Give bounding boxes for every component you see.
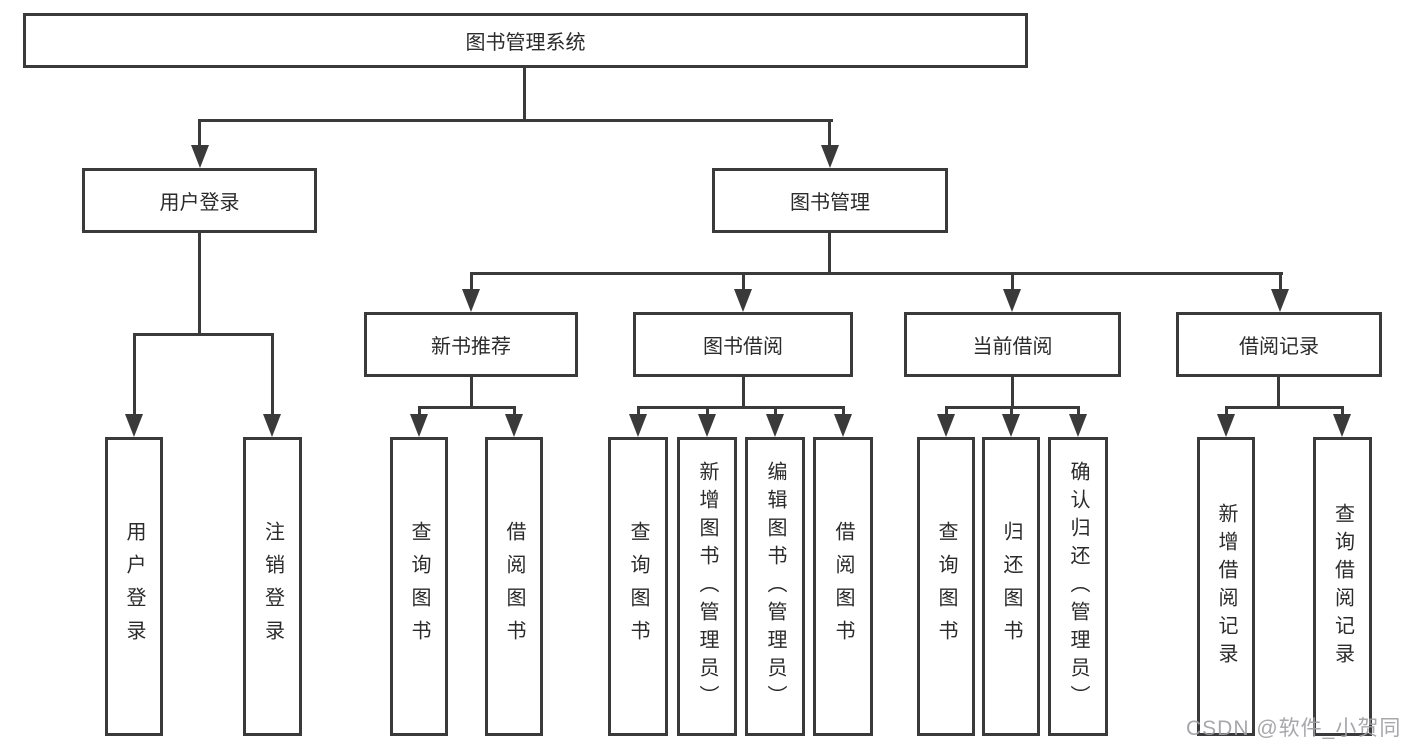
csdn-watermark: CSDN @软件_小贺同学 xyxy=(1186,717,1402,740)
node-br-add: 新增借阅记录 xyxy=(1197,437,1255,736)
edge-to-user-login xyxy=(198,119,201,149)
arrowhead-cb-query xyxy=(937,414,955,437)
arrowhead-nbr-query xyxy=(410,414,428,437)
edge-to-book-borrow xyxy=(742,272,745,294)
node-cb-confirm: 确认归还（管理员） xyxy=(1048,437,1108,736)
edge-to-book-mgmt xyxy=(828,119,831,149)
arrowhead-cb-return xyxy=(1002,414,1020,437)
arrowhead-borrow-records xyxy=(1271,289,1289,312)
arrowhead-new-book-rec xyxy=(462,289,480,312)
arrowhead-current-borrow xyxy=(1003,289,1021,312)
edge-user-login-rail xyxy=(133,333,274,336)
edge-to-cb-query xyxy=(945,406,948,418)
edge-to-bb-edit xyxy=(774,406,777,418)
node-book-mgmt: 图书管理 xyxy=(712,168,948,233)
node-bb-edit: 编辑图书（管理员） xyxy=(745,437,805,736)
edge-to-nbr-query xyxy=(418,406,421,418)
edge-book-mgmt-rail xyxy=(470,272,1283,275)
node-br-query: 查询借阅记录 xyxy=(1313,437,1372,736)
edge-br-stem xyxy=(1277,377,1280,409)
edge-to-new-book-rec xyxy=(470,272,473,294)
edge-root-stem xyxy=(523,68,526,122)
node-root: 图书管理系统 xyxy=(23,13,1028,68)
edge-to-br-add xyxy=(1225,406,1228,418)
arrowhead-bb-query xyxy=(629,414,647,437)
node-ul-logout: 注销登录 xyxy=(243,437,302,736)
edge-to-cb-return xyxy=(1010,406,1013,418)
edge-to-bb-borrow xyxy=(842,406,845,418)
node-nbr-borrow: 借阅图书 xyxy=(485,437,543,736)
node-bb-query: 查询图书 xyxy=(608,437,668,736)
node-new-book-rec: 新书推荐 xyxy=(364,312,578,377)
edge-bb-stem xyxy=(742,377,745,409)
edge-br-rail xyxy=(1225,406,1343,409)
edge-to-current-borrow xyxy=(1011,272,1014,294)
edge-to-bb-add xyxy=(706,406,709,418)
node-cb-return: 归还图书 xyxy=(982,437,1040,736)
arrowhead-user-login xyxy=(191,145,209,168)
arrowhead-nbr-borrow xyxy=(505,414,523,437)
edge-nbr-stem xyxy=(470,377,473,409)
node-borrow-records: 借阅记录 xyxy=(1176,312,1382,377)
arrowhead-cb-confirm xyxy=(1069,414,1087,437)
arrowhead-ul-login xyxy=(125,414,143,437)
node-nbr-query: 查询图书 xyxy=(390,437,448,736)
node-book-borrow: 图书借阅 xyxy=(633,312,853,377)
edge-to-nbr-borrow xyxy=(513,406,516,418)
arrowhead-br-query xyxy=(1333,414,1351,437)
node-user-login: 用户登录 xyxy=(82,168,317,233)
edge-nbr-rail xyxy=(418,406,515,409)
edge-cb-stem xyxy=(1011,377,1014,409)
edge-level2-rail xyxy=(199,119,833,122)
arrowhead-book-mgmt xyxy=(821,145,839,168)
arrowhead-bb-borrow xyxy=(834,414,852,437)
arrowhead-book-borrow xyxy=(734,289,752,312)
arrowhead-bb-edit xyxy=(766,414,784,437)
node-ul-login: 用户登录 xyxy=(105,437,163,736)
edge-to-borrow-records xyxy=(1279,272,1282,294)
arrowhead-ul-logout xyxy=(263,414,281,437)
edge-to-ul-logout xyxy=(271,333,274,417)
arrowhead-br-add xyxy=(1217,414,1235,437)
node-current-borrow: 当前借阅 xyxy=(904,312,1121,377)
edge-to-bb-query xyxy=(637,406,640,418)
edge-to-ul-login xyxy=(133,333,136,417)
arrowhead-bb-add xyxy=(698,414,716,437)
edge-book-mgmt-stem xyxy=(828,233,831,275)
edge-to-br-query xyxy=(1341,406,1344,418)
node-bb-borrow: 借阅图书 xyxy=(813,437,873,736)
node-cb-query: 查询图书 xyxy=(917,437,975,736)
edge-to-cb-confirm xyxy=(1077,406,1080,418)
edge-user-login-stem xyxy=(198,233,201,335)
node-bb-add: 新增图书（管理员） xyxy=(677,437,737,736)
edge-bb-rail xyxy=(637,406,844,409)
